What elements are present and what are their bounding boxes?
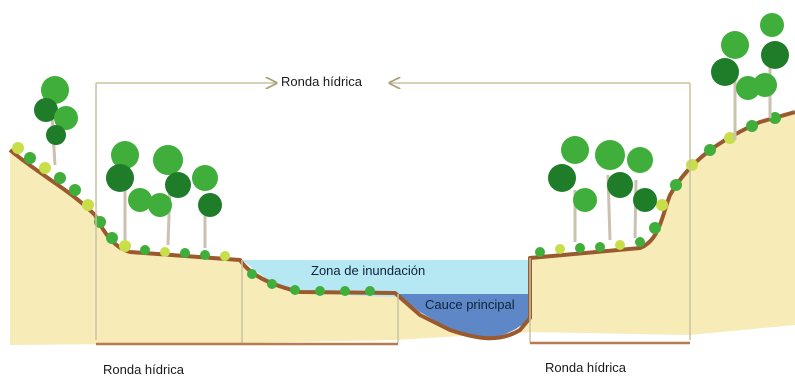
tree-cluster-right bbox=[548, 136, 657, 242]
ronda-bracket bbox=[95, 83, 691, 343]
trees bbox=[34, 13, 789, 248]
label-ronda-hidrica-right: Ronda hídrica bbox=[545, 360, 626, 375]
riverbank-edge bbox=[8, 110, 795, 341]
label-ronda-hidrica-top: Ronda hídrica bbox=[281, 74, 362, 89]
label-ronda-hidrica-left: Ronda hídrica bbox=[103, 362, 184, 377]
tree-right-hill bbox=[711, 13, 789, 140]
channel-water bbox=[398, 294, 530, 338]
riparian-vegetation bbox=[12, 112, 781, 296]
tree-cluster-left bbox=[106, 141, 222, 248]
label-zona-inundacion: Zona de inundación bbox=[311, 263, 426, 278]
label-cauce-principal: Cauce principal bbox=[425, 297, 515, 312]
soil-terrain bbox=[10, 112, 795, 345]
floodplain-water bbox=[242, 260, 530, 300]
ground-lines bbox=[96, 341, 690, 346]
tree-left-hill bbox=[34, 76, 78, 166]
